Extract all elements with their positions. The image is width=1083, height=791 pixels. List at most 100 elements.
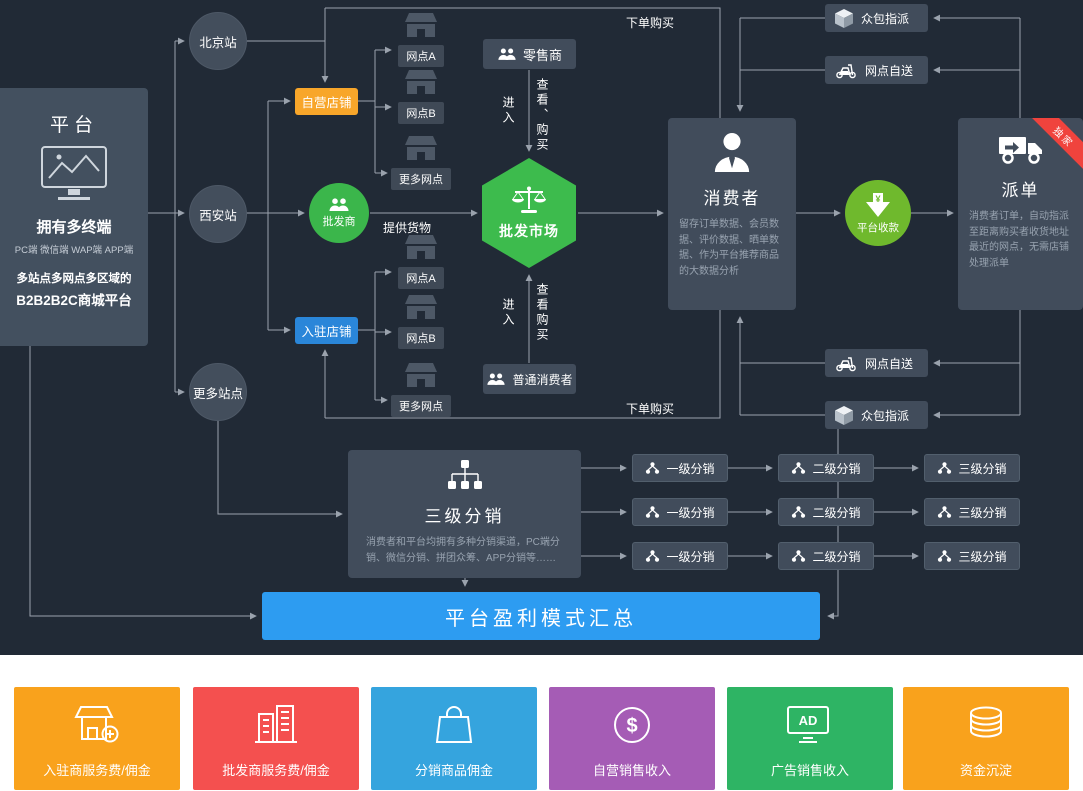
- consumer-desc: 留存订单数据、会员数据、评价数据、晒单数据、作为平台推荐商品的大数据分析: [679, 219, 779, 277]
- outlet-label: 网点A: [398, 267, 444, 289]
- svg-text:$: $: [626, 715, 637, 737]
- platform-desc-line2: B2B2B2C商城平台: [16, 293, 132, 308]
- profit-card-settled-fee: 入驻商服务费/佣金: [14, 687, 180, 790]
- person-icon: [714, 132, 750, 172]
- distribution-title: 三级分销: [424, 507, 505, 526]
- parcel-cube-icon: [835, 405, 853, 425]
- ordinary-consumer-box: 普通消费者: [483, 364, 576, 394]
- chain-label: 二级分销: [812, 505, 861, 520]
- station-label: 西安站: [199, 208, 237, 223]
- distribution-network-icon: [646, 462, 660, 474]
- delivery-label: 众包指派: [861, 11, 910, 26]
- dispatch-title: 派单: [1001, 181, 1040, 200]
- chain-row3-level2: 二级分销: [778, 542, 874, 570]
- card-label: 入驻商服务费/佣金: [43, 763, 151, 778]
- platform-collection-circle: ¥ 平台收款: [845, 180, 911, 246]
- ad-monitor-icon: AD: [727, 687, 893, 753]
- store-icon: [405, 235, 437, 259]
- scooter-icon: [836, 63, 856, 78]
- card-label: 资金沉淀: [959, 763, 1012, 778]
- settled-shop-tag: 入驻店铺: [295, 317, 358, 344]
- distribution-network-icon: [792, 506, 806, 518]
- store-icon: [405, 295, 437, 319]
- distribution-network-icon: [792, 550, 806, 562]
- diagram-stage: 平台 拥有多终端 PC端 微信端 WAP端 APP端 多站点多网点多区域的 B2…: [0, 0, 1083, 655]
- platform-desc-line1: 多站点多网点多区域的: [16, 273, 132, 285]
- dollar-icon: $: [549, 687, 715, 753]
- chain-row3-level3: 三级分销: [924, 542, 1020, 570]
- scales-icon: [512, 186, 546, 213]
- card-label: 分销商品佣金: [414, 763, 493, 778]
- yuan-download-icon: ¥: [866, 192, 890, 217]
- station-xian: 西安站: [189, 185, 247, 243]
- network-hierarchy-icon: [447, 460, 482, 489]
- station-beijing: 北京站: [189, 12, 247, 70]
- profit-card-capital-retention: 资金沉淀: [903, 687, 1069, 790]
- view-buy-label-top: 查看、购买: [535, 78, 549, 153]
- consumer-title: 消费者: [703, 189, 761, 208]
- wholesaler-circle: 批发商: [309, 183, 369, 243]
- chain-label: 二级分销: [812, 461, 861, 476]
- chain-label: 一级分销: [666, 505, 715, 520]
- monitor-icon: [41, 146, 107, 200]
- distribution-network-icon: [646, 550, 660, 562]
- chain-label: 三级分销: [958, 505, 1007, 520]
- enter-label-bottom: 进入: [501, 298, 515, 328]
- connector-lines: [29, 7, 1021, 620]
- shopping-bag-icon: [371, 687, 537, 753]
- svg-text:¥: ¥: [875, 194, 880, 204]
- wholesaler-label: 批发商: [322, 215, 356, 228]
- chain-row1-level3: 三级分销: [924, 454, 1020, 482]
- market-label: 批发市场: [499, 222, 559, 239]
- chain-row2-level1: 一级分销: [632, 498, 728, 526]
- distribution-network-icon: [938, 462, 952, 474]
- chain-label: 一级分销: [666, 461, 715, 476]
- card-label: 自营销售收入: [592, 763, 671, 778]
- scooter-icon: [836, 356, 856, 371]
- platform-title: 平台: [49, 115, 98, 136]
- station-label: 北京站: [199, 35, 237, 50]
- outlet-top-a: 网点A: [385, 12, 457, 67]
- chain-label: 二级分销: [812, 549, 861, 564]
- profit-card-distribution-commission: 分销商品佣金: [371, 687, 537, 790]
- station-more: 更多站点: [189, 363, 247, 421]
- dispatch-box: 派单 消费者订单，自动指派至距离购买者收货地址最近的网点，无需店铺处理派单 独家: [958, 118, 1083, 310]
- delivery-label: 众包指派: [861, 408, 910, 423]
- outlet-label: 网点A: [398, 45, 444, 67]
- parcel-cube-icon: [835, 8, 853, 28]
- distribution-box: 三级分销 消费者和平台均拥有多种分销渠道，PC端分销、微信分销、拼团众筹、APP…: [348, 450, 581, 578]
- people-icon: [487, 373, 506, 385]
- outlet-top-more: 更多网点: [385, 135, 457, 190]
- outlet-label: 网点B: [398, 102, 444, 124]
- enter-label-top: 进入: [501, 96, 515, 126]
- outlet-bottom-more: 更多网点: [385, 362, 457, 417]
- banner-label: 平台盈利模式汇总: [445, 607, 637, 630]
- order-buy-label-top: 下单购买: [626, 16, 675, 30]
- store-icon: [405, 70, 437, 94]
- view-buy-label-bottom: 查看购买: [535, 283, 549, 343]
- profit-summary-banner: 平台盈利模式汇总: [262, 592, 820, 640]
- chain-row3-level1: 一级分销: [632, 542, 728, 570]
- chain-label: 三级分销: [958, 461, 1007, 476]
- outlet-self-delivery-box-top: 网点自送: [825, 56, 928, 84]
- people-icon: [329, 197, 349, 211]
- chain-row1-level2: 二级分销: [778, 454, 874, 482]
- store-icon: [405, 363, 437, 387]
- profit-card-ad-sales: AD 广告销售收入: [727, 687, 893, 790]
- chain-row2-level3: 三级分销: [924, 498, 1020, 526]
- crowdsource-dispatch-box-bottom: 众包指派: [825, 401, 928, 429]
- store-icon: [405, 136, 437, 160]
- chain-label: 三级分销: [958, 549, 1007, 564]
- station-label: 更多站点: [192, 386, 243, 401]
- retailer-box: 零售商: [483, 39, 576, 69]
- self-run-shop-tag: 自营店铺: [295, 88, 358, 115]
- distribution-desc: 消费者和平台均拥有多种分销渠道，PC端分销、微信分销、拼团众筹、APP分销等……: [366, 537, 560, 564]
- platform-panel: 平台 拥有多终端 PC端 微信端 WAP端 APP端 多站点多网点多区域的 B2…: [0, 88, 148, 346]
- settled-shop-label: 入驻店铺: [301, 325, 352, 339]
- crowdsource-dispatch-box-top: 众包指派: [825, 4, 928, 32]
- delivery-label: 网点自送: [865, 356, 914, 371]
- profit-card-self-run-sales: $ 自营销售收入: [549, 687, 715, 790]
- building-icon: [193, 687, 359, 753]
- chain-row2-level2: 二级分销: [778, 498, 874, 526]
- outlet-label: 更多网点: [391, 395, 451, 417]
